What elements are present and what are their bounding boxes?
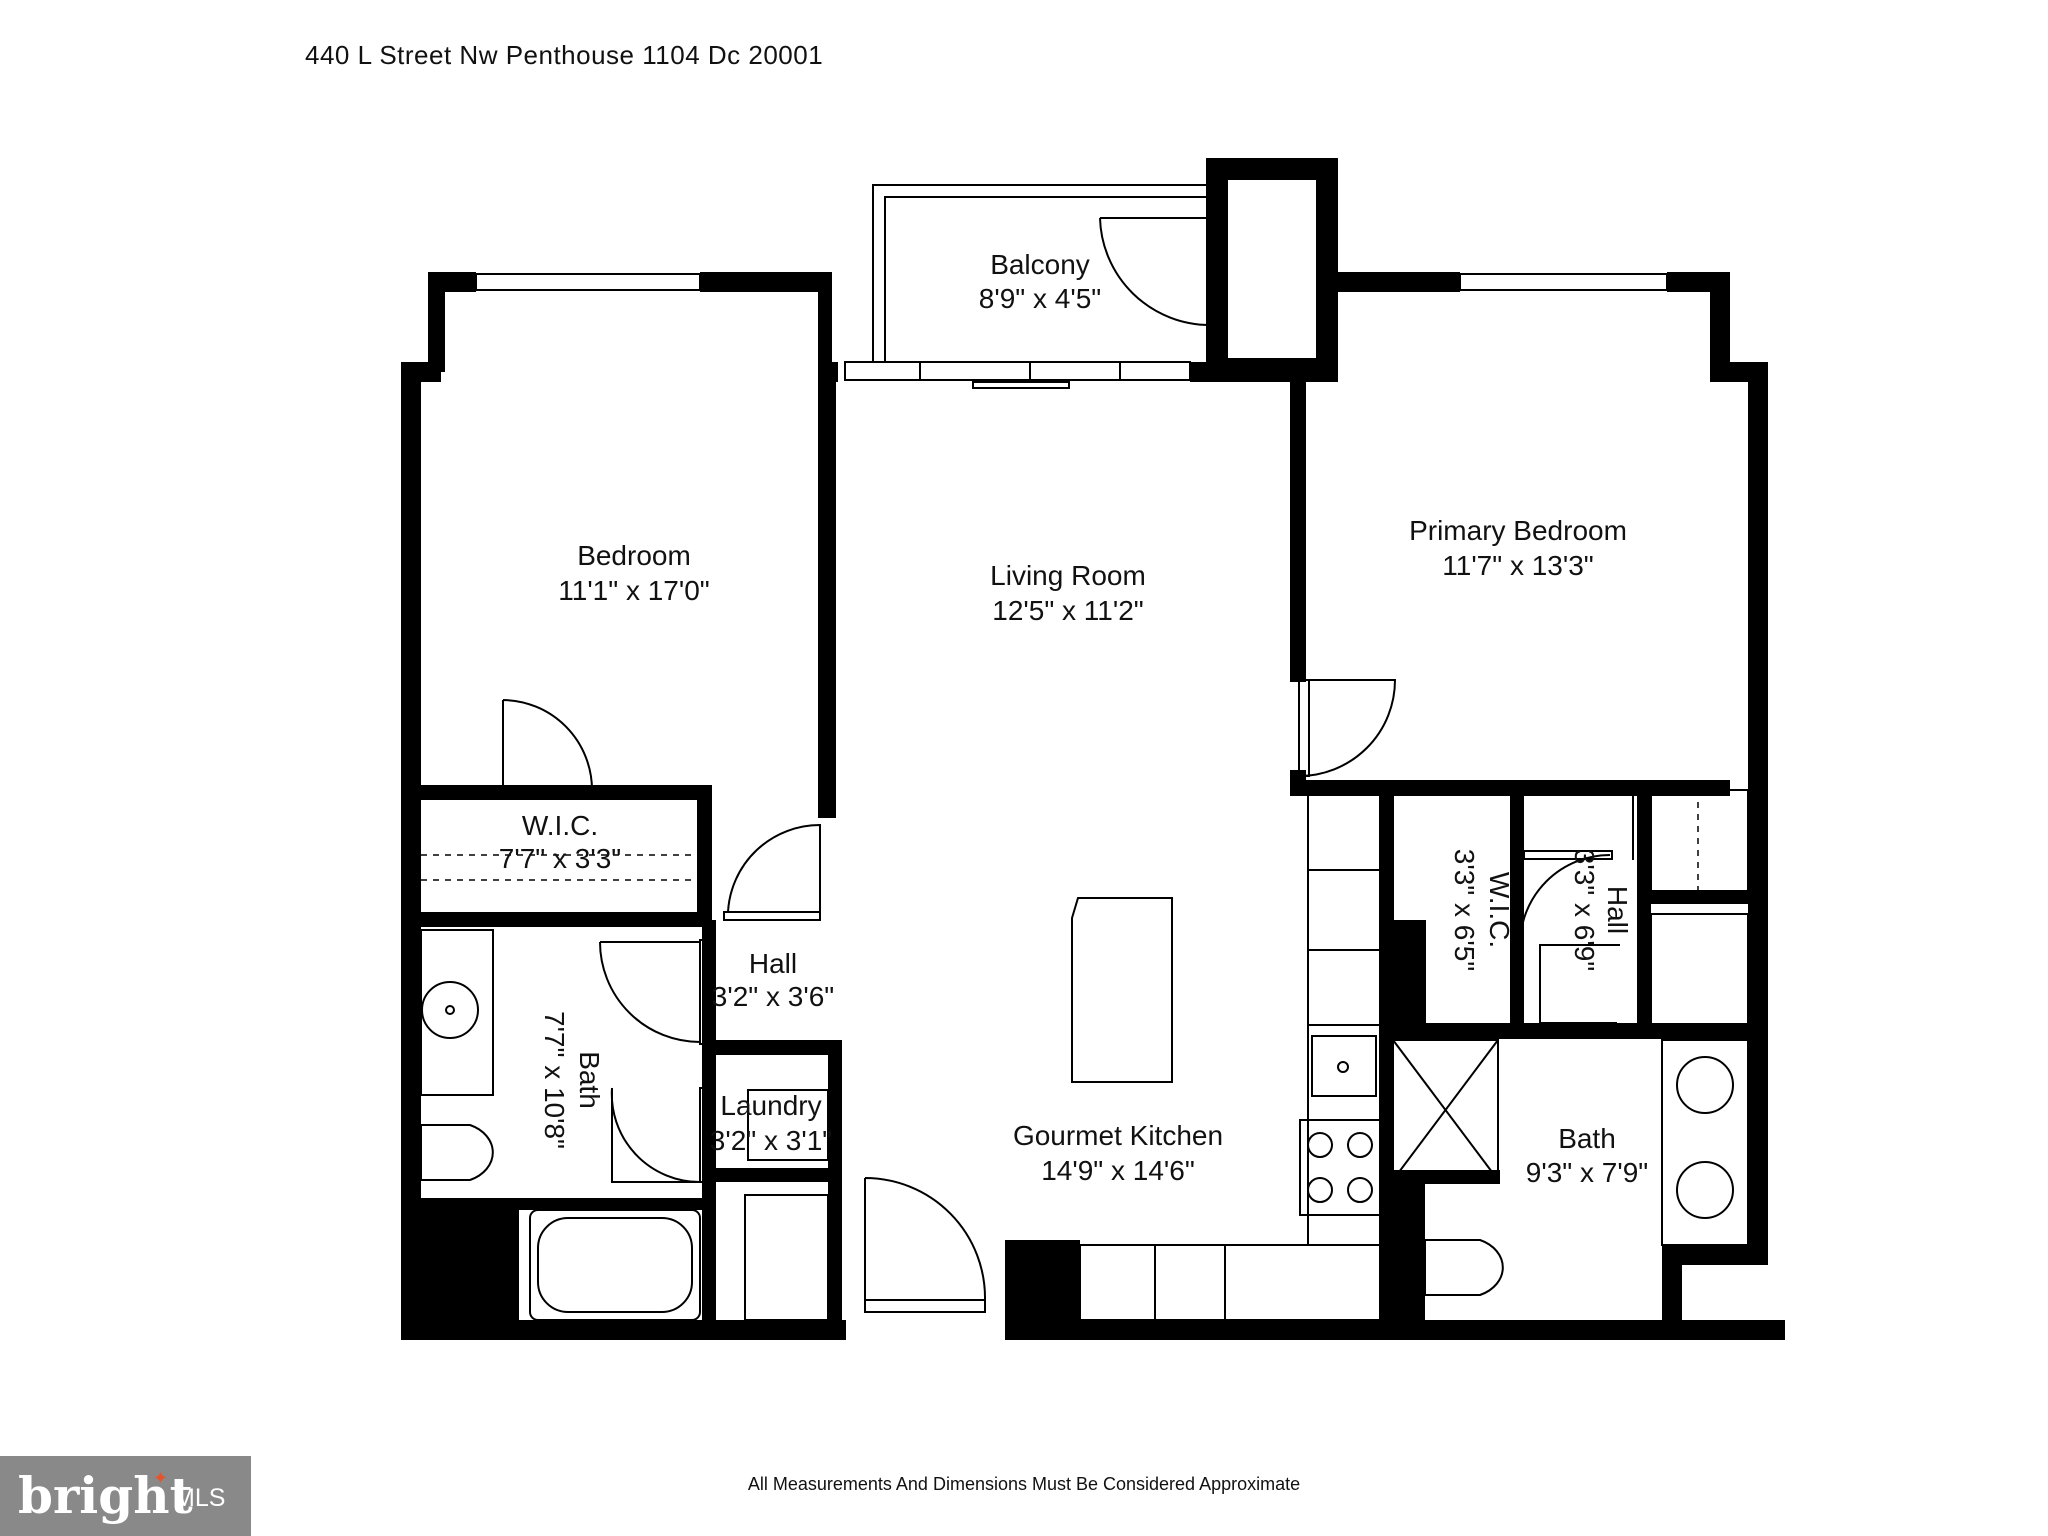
room-name: Bedroom — [577, 540, 691, 571]
room-name: Living Room — [990, 560, 1146, 591]
room-name: W.I.C. — [1484, 872, 1515, 948]
room-name: Gourmet Kitchen — [1013, 1120, 1223, 1151]
bright-mls-logo: bright ✦ MLS — [0, 1456, 251, 1536]
room-dims: 3'3" x 6'9" — [1569, 849, 1600, 971]
fixtures — [420, 789, 1749, 1321]
balcony-railing — [872, 184, 1206, 362]
door-swings — [502, 217, 1634, 1313]
room-name: W.I.C. — [522, 810, 598, 841]
room-dims: 9'3" x 7'9" — [1526, 1157, 1648, 1188]
windows — [475, 273, 1668, 389]
room-dims: 7'7" x 3'3" — [499, 843, 621, 874]
room-labels: Balcony 8'9" x 4'5" Bedroom 11'1" x 17'0… — [499, 249, 1648, 1188]
room-name: Bath — [574, 1051, 605, 1109]
room-dims: 8'9" x 4'5" — [979, 283, 1101, 314]
room-name: Balcony — [990, 249, 1090, 280]
room-name: Laundry — [720, 1090, 821, 1121]
room-name: Hall — [1602, 886, 1633, 934]
room-dims: 7'7" x 10'8" — [539, 1011, 570, 1149]
room-name: Bath — [1558, 1123, 1616, 1154]
room-dims: 11'1" x 17'0" — [558, 575, 709, 606]
logo-brand: bright — [18, 1466, 193, 1525]
room-dims: 14'9" x 14'6" — [1041, 1155, 1195, 1186]
logo-star-icon: ✦ — [153, 1468, 169, 1488]
logo-suffix: MLS — [174, 1484, 226, 1512]
room-dims: 3'2" x 3'1" — [710, 1125, 832, 1156]
footer-note: All Measurements And Dimensions Must Be … — [747, 1474, 1301, 1494]
room-name: Hall — [749, 948, 797, 979]
dim-lines — [421, 790, 1699, 1320]
room-dims: 3'2" x 3'6" — [712, 981, 834, 1012]
address-title: 440 L Street Nw Penthouse 1104 Dc 20001 — [305, 40, 824, 70]
room-dims: 12'5" x 11'2" — [992, 595, 1143, 626]
exterior-walls — [401, 158, 1785, 1340]
room-dims: 11'7" x 13'3" — [1442, 550, 1593, 581]
room-dims: 3'3" x 6'5" — [1449, 849, 1480, 971]
room-name: Primary Bedroom — [1409, 515, 1627, 546]
